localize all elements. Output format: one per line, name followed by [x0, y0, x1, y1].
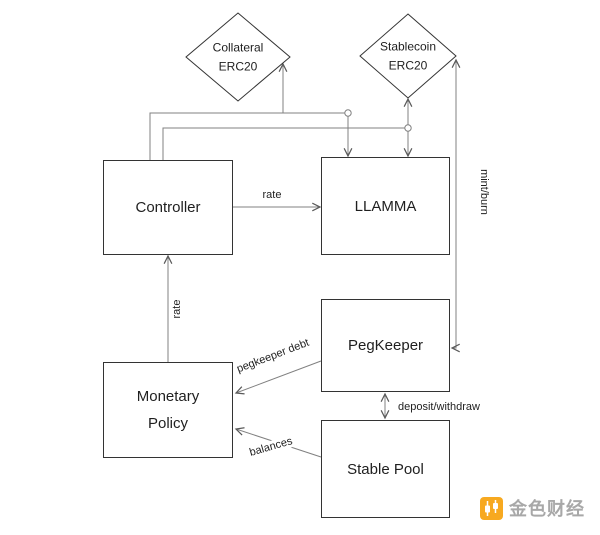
edge-label-mint-burn: mint/burn [478, 167, 490, 217]
edge-controller-collateral-llamma [149, 112, 353, 160]
junction-dot [344, 109, 352, 117]
edge-label-rate-vertical: rate [171, 297, 183, 321]
collateral-line1: Collateral [212, 40, 264, 55]
watermark: 金色财经 [480, 495, 585, 521]
stablecoin-line2: ERC20 [388, 58, 428, 72]
collateral-line2: ERC20 [218, 59, 258, 73]
edge-pegkeeper-monetary [234, 360, 322, 395]
edge-label-rate-horizontal: rate [260, 189, 284, 201]
node-collateral-label: Collateral ERC20 [213, 38, 264, 75]
candlestick-glyph [485, 499, 498, 516]
edge-controller-stablecoin [162, 127, 405, 160]
monetary-policy-label: Monetary Policy [137, 383, 200, 437]
controller-label: Controller [135, 199, 201, 216]
stablecoin-line1: Stablecoin [379, 39, 437, 54]
edge-stablecoin-pegkeeper [450, 58, 461, 353]
edge-label-deposit-withdraw: deposit/withdraw [396, 401, 482, 413]
node-controller: Controller [103, 160, 233, 255]
stablecoin-diamond-shape [359, 13, 457, 99]
pegkeeper-label: PegKeeper [347, 337, 424, 354]
monetary-line2: Policy [147, 415, 188, 432]
collateral-diamond-shape [185, 12, 291, 102]
node-stablecoin-label: Stablecoin ERC20 [380, 37, 436, 74]
stable-pool-label: Stable Pool [347, 460, 424, 478]
monetary-line1: Monetary [136, 388, 200, 405]
node-stable-pool: Stable Pool [321, 420, 450, 518]
watermark-text: 金色财经 [509, 499, 585, 519]
llamma-label: LLAMMA [354, 197, 417, 215]
node-monetary-policy: Monetary Policy [103, 362, 233, 458]
candlestick-chart-icon [480, 496, 503, 520]
node-llamma: LLAMMA [321, 157, 450, 255]
node-pegkeeper: PegKeeper [321, 299, 450, 392]
junction-dot [404, 124, 412, 132]
